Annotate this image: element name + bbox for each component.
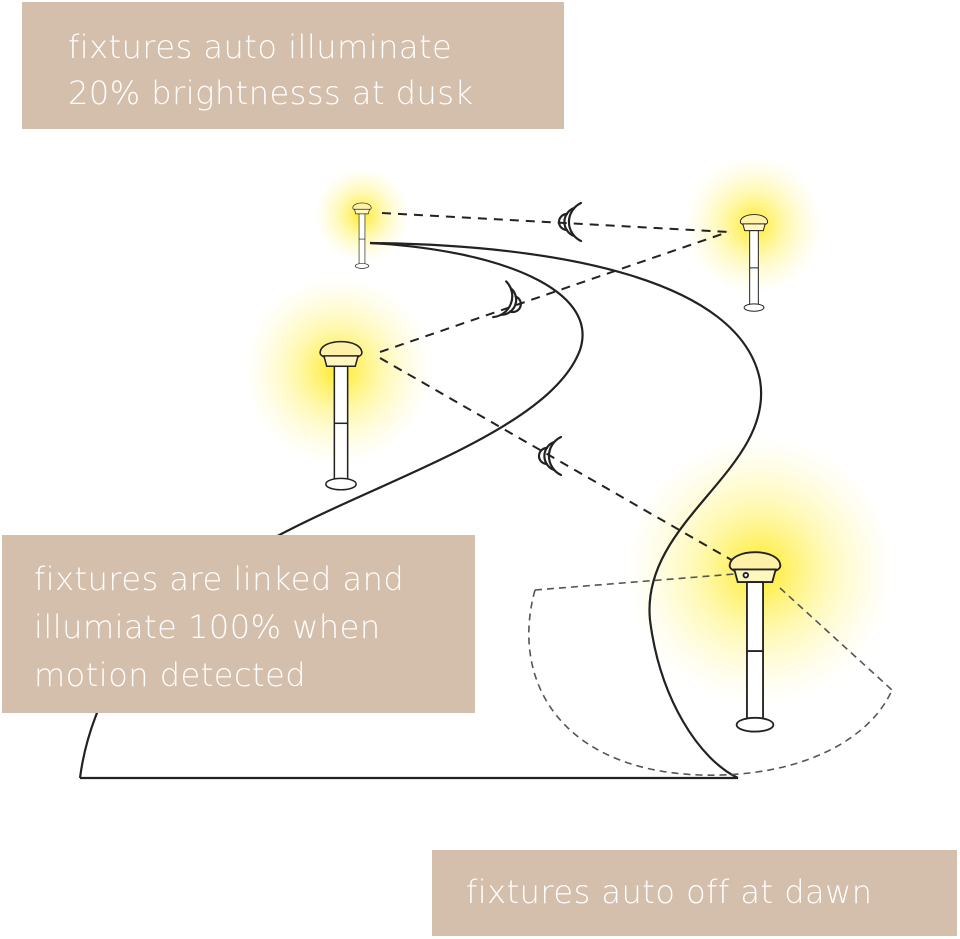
- link-mid-left-to-near-right: [379, 357, 736, 563]
- link-far-left-to-far-right: [381, 212, 729, 233]
- caption-dawn-line-1: fixtures auto off at dawn: [466, 873, 873, 911]
- caption-dusk-line-2: 20% brightnesss at dusk: [68, 74, 474, 112]
- detection-zone-edge-right: [779, 587, 893, 691]
- caption-dawn: fixtures auto off at dawn: [432, 850, 957, 936]
- caption-motion-line-2: illumiate 100% when: [34, 608, 381, 646]
- link-mid-left-to-far-right: [379, 231, 729, 353]
- wireless-signal-icon: [537, 435, 563, 477]
- path-right-edge: [369, 241, 763, 779]
- bollard-light-icon: [728, 551, 782, 733]
- wireless-links: [379, 212, 736, 563]
- caption-motion-line-1: fixtures are linked and: [34, 560, 405, 598]
- wireless-signal-icon: [492, 280, 522, 319]
- bollard-light-icon: [319, 340, 363, 491]
- wireless-signal-icon: [557, 201, 583, 243]
- motion-detection-zone: [528, 589, 893, 776]
- bollard-light-icon: [352, 202, 372, 269]
- caption-motion: fixtures are linked and illumiate 100% w…: [2, 535, 475, 713]
- caption-dusk-line-1: fixtures auto illuminate: [68, 28, 453, 66]
- bollard-light-icon: [739, 214, 769, 312]
- caption-dusk: fixtures auto illuminate 20% brightnesss…: [22, 2, 564, 129]
- detection-zone-edge-left: [534, 573, 736, 591]
- caption-motion-line-3: motion detected: [34, 656, 307, 694]
